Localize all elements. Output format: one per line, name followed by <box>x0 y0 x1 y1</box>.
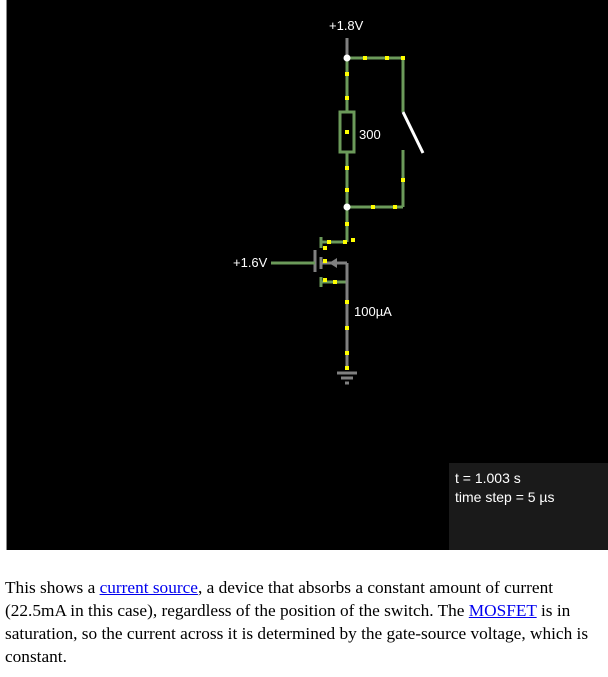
time-readout: t = 1.003 s <box>455 470 521 486</box>
current-dots <box>323 56 405 370</box>
circuit-schematic[interactable]: +1.8V 300 +1.6V <box>7 0 608 550</box>
circuit-canvas[interactable]: +1.8V 300 +1.6V <box>6 0 608 550</box>
resistor-label: 300 <box>359 127 381 142</box>
gate-voltage-label: +1.6V <box>233 255 268 270</box>
switch[interactable] <box>401 111 425 154</box>
top-node <box>343 54 351 62</box>
middle-node <box>343 203 351 211</box>
supply-voltage-label: +1.8V <box>329 18 364 33</box>
current-source-link[interactable]: current source <box>99 578 198 597</box>
caption-text-2: , a device that absorbs a constant amoun… <box>5 578 554 620</box>
caption-text-1: This shows a <box>5 578 100 597</box>
ground-icon <box>337 371 357 385</box>
description-caption: This shows a current source, a device th… <box>5 576 608 668</box>
mosfet[interactable] <box>313 237 349 287</box>
mosfet-link[interactable]: MOSFET <box>468 601 537 620</box>
current-label: 100µA <box>354 304 392 319</box>
caption-text-3: is in saturation, so the current across … <box>5 601 589 666</box>
simulation-info-box: t = 1.003 s time step = 5 µs <box>449 463 608 550</box>
time-step-readout: time step = 5 µs <box>455 489 555 505</box>
